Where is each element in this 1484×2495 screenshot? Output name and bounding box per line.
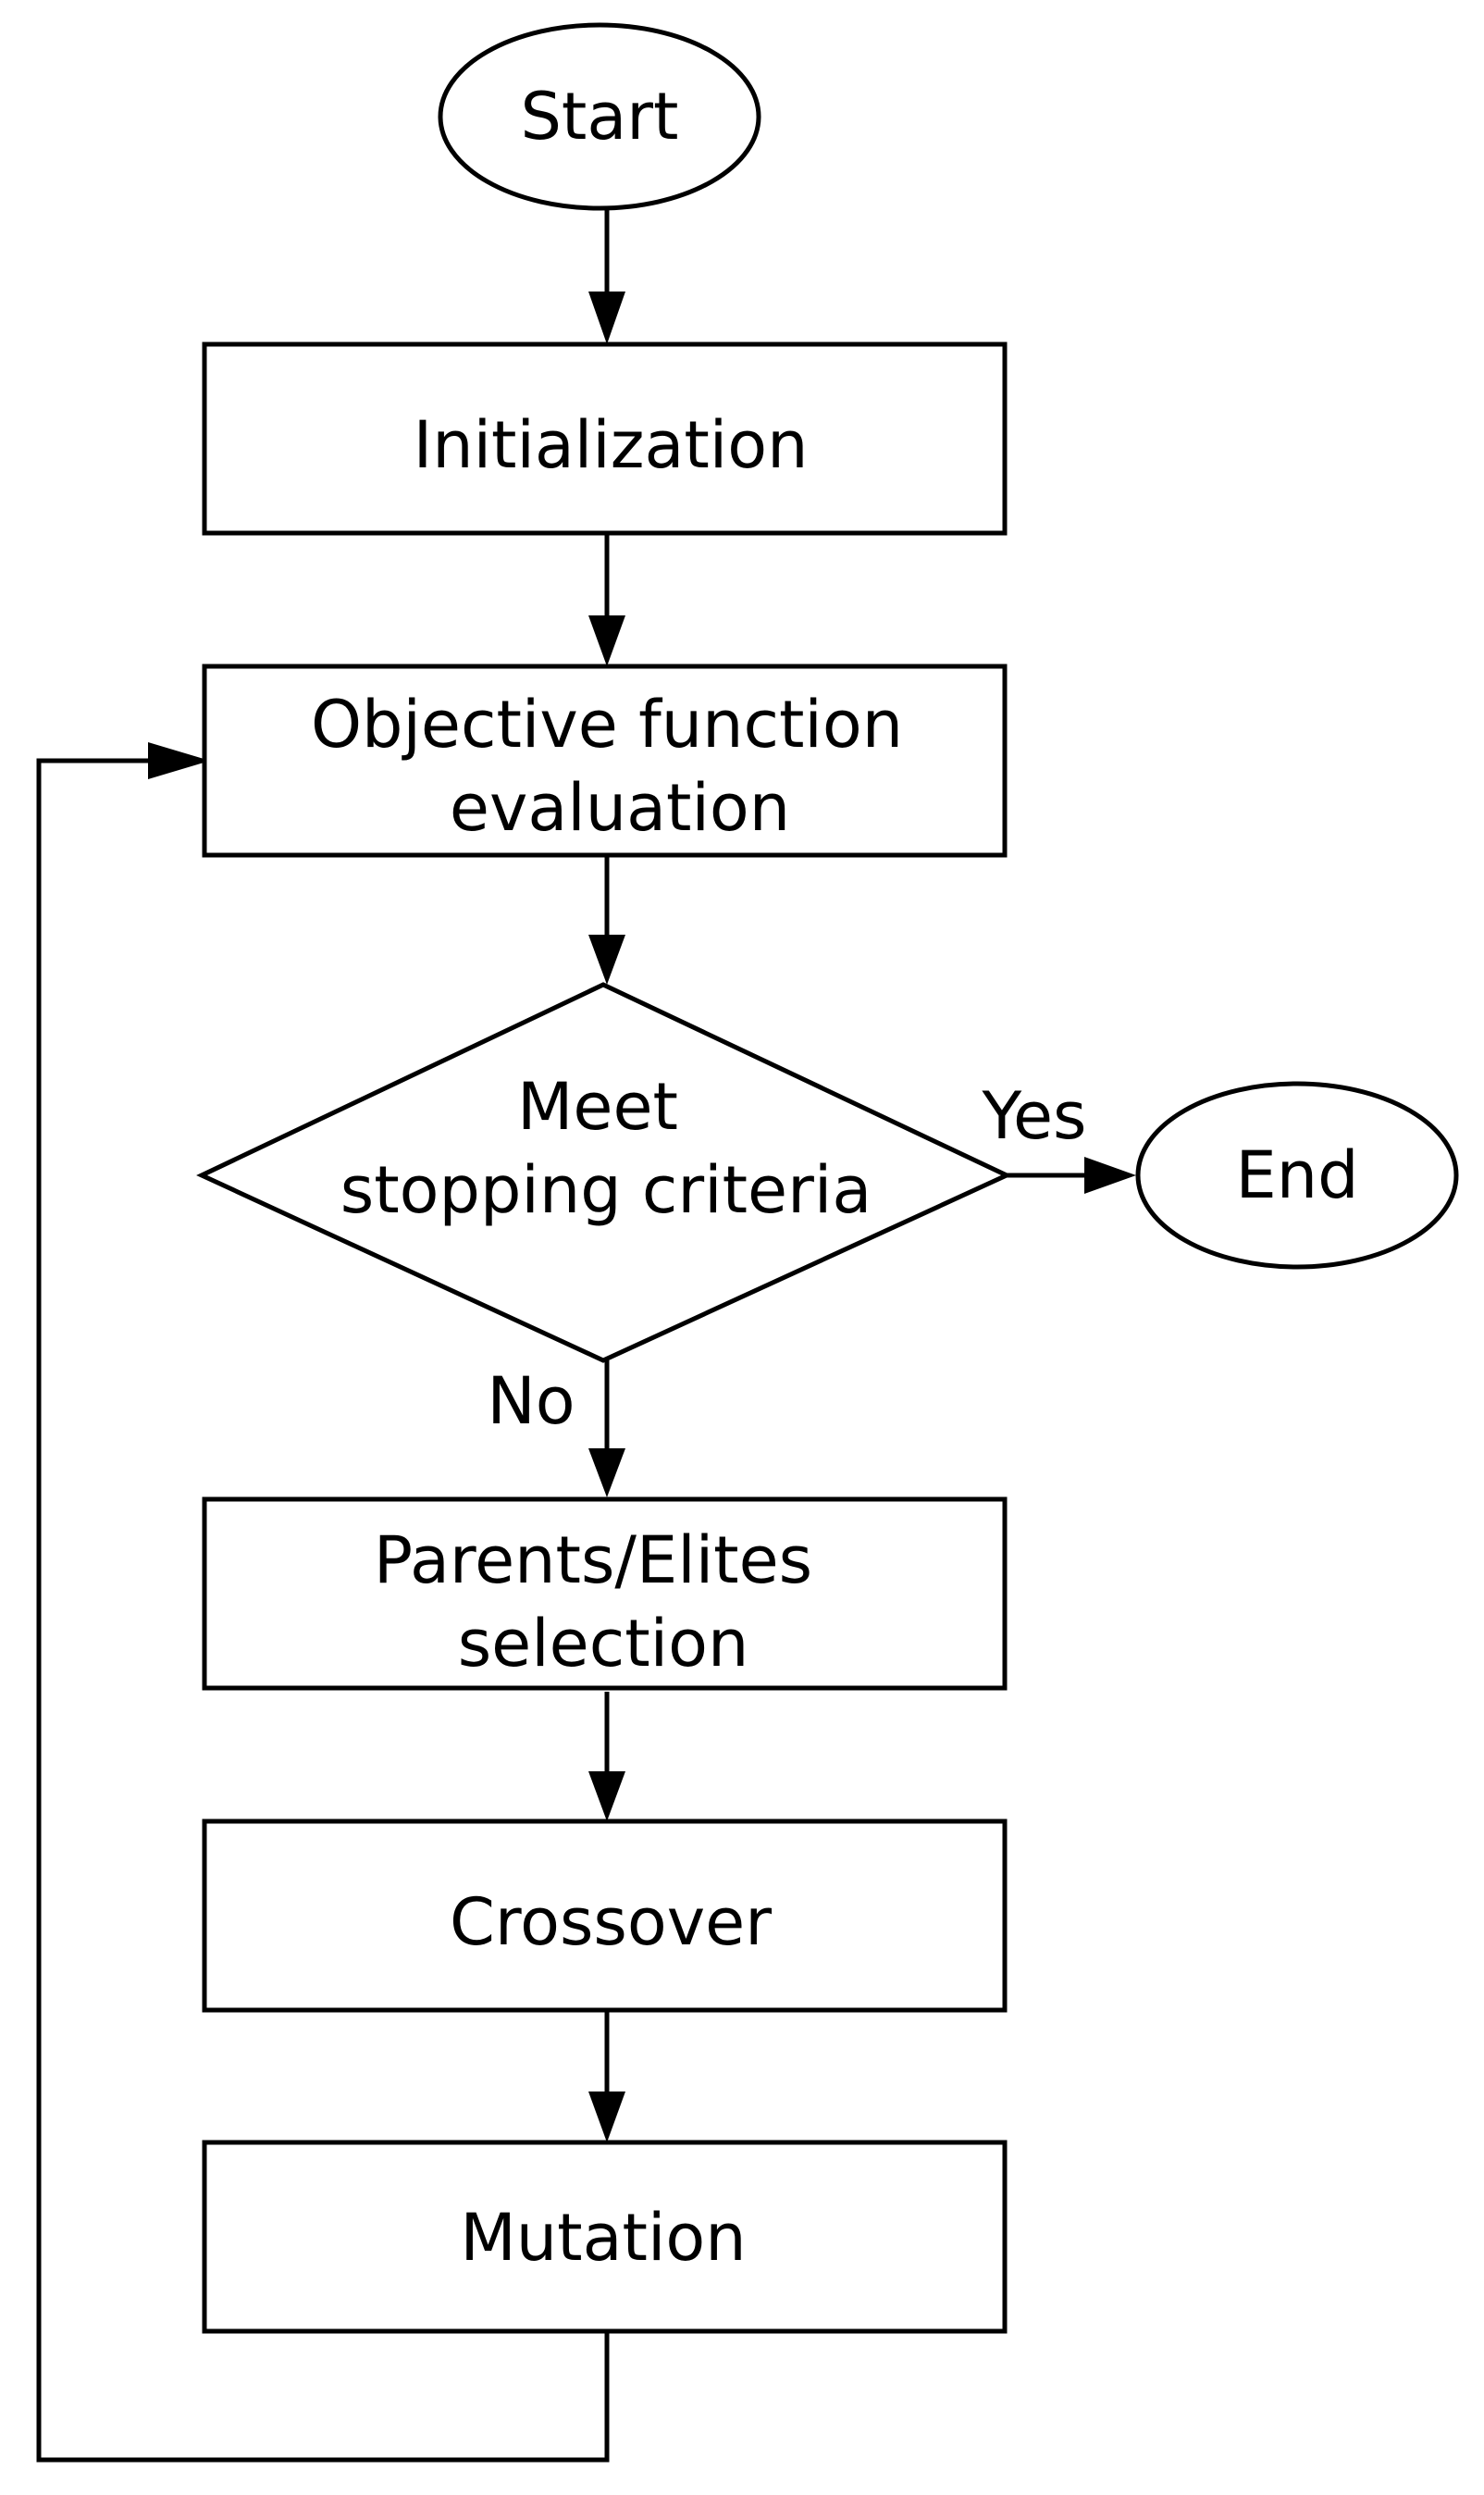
end-node: End — [1135, 1081, 1459, 1270]
selection-box — [202, 1496, 1008, 1691]
connectors — [36, 208, 1096, 2463]
decision-diamond — [196, 982, 1012, 1363]
initialization-box — [202, 341, 1008, 536]
selection-label-line1: Parents/Elites — [374, 1522, 812, 1598]
start-node: Start — [438, 22, 761, 211]
start-label: Start — [520, 79, 678, 155]
arrowhead-end — [1084, 1157, 1136, 1194]
crossover-node: Crossover — [202, 1818, 1008, 2013]
decision-label-line1: Meet — [517, 1069, 678, 1145]
decision-label-line2: stopping criteria — [340, 1152, 872, 1228]
arrowhead-mutation — [588, 2092, 625, 2142]
end-label: End — [1235, 1137, 1358, 1213]
objective-label-line2: evaluation — [450, 770, 790, 846]
arrowheads — [148, 292, 1136, 2142]
objective-node: Objective function evaluation — [202, 664, 1008, 858]
mutation-label: Mutation — [460, 2200, 746, 2276]
mutation-node: Mutation — [202, 2140, 1008, 2334]
end-ellipse — [1135, 1081, 1459, 1270]
crossover-box — [202, 1818, 1008, 2013]
objective-box — [202, 664, 1008, 858]
arrowhead-decision — [588, 935, 625, 985]
arrowhead-objective — [588, 615, 625, 666]
decision-node: Meet stopping criteria — [196, 982, 1012, 1363]
selection-node: Parents/Elites selection — [202, 1496, 1008, 1691]
yes-label: Yes — [982, 1078, 1087, 1154]
arrowhead-crossover — [588, 1771, 625, 1821]
objective-label-line1: Objective function — [311, 687, 903, 763]
selection-label-line2: selection — [458, 1606, 749, 1682]
no-label: No — [487, 1363, 575, 1439]
initialization-label: Initialization — [414, 407, 809, 483]
arrowhead-selection — [588, 1448, 625, 1497]
edge-loop-mutation-to-objective — [36, 758, 610, 2463]
crossover-label: Crossover — [450, 1884, 772, 1960]
start-ellipse — [438, 22, 761, 211]
arrowhead-initialization — [588, 292, 625, 344]
arrowhead-loop-objective — [148, 742, 210, 779]
initialization-node: Initialization — [202, 341, 1008, 536]
mutation-box — [202, 2140, 1008, 2334]
